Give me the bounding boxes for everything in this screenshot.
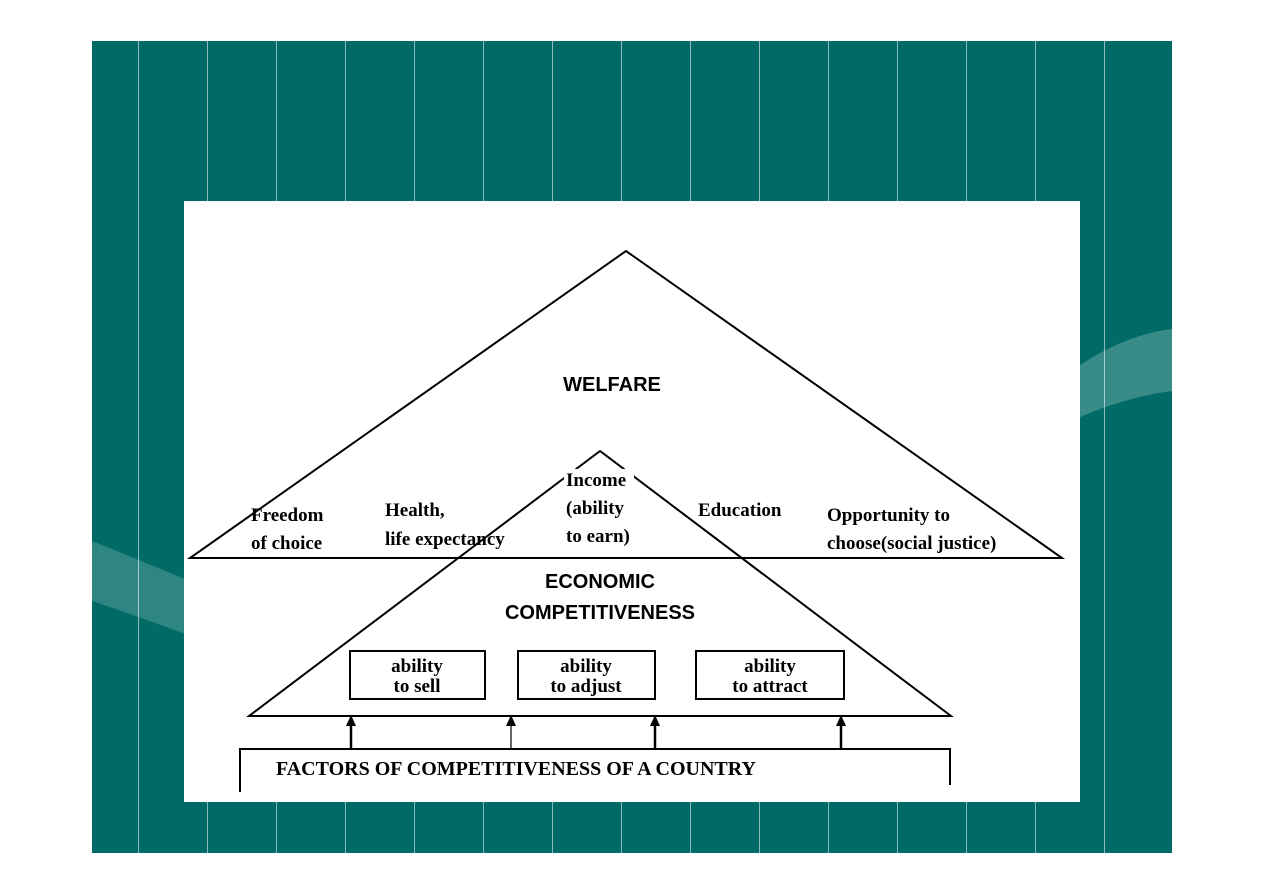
competitiveness-triangle — [246, 449, 954, 717]
upward-arrows — [346, 715, 846, 749]
ability-adjust-line1: ability — [560, 656, 612, 677]
competitiveness-title-line2: COMPETITIVENESS — [505, 602, 695, 624]
welfare-item-health-line1: Health, — [385, 500, 445, 521]
competitiveness-diagram: WELFARE Freedom of choice Health, life e… — [186, 249, 1066, 792]
welfare-item-opportunity-line2: choose(social justice) — [827, 533, 996, 554]
background-stripe — [1104, 41, 1105, 853]
welfare-item-opportunity-line1: Opportunity to — [827, 505, 950, 526]
ability-sell-line1: ability — [391, 656, 443, 677]
ability-box-attract — [695, 650, 845, 700]
income-label-backing — [564, 469, 634, 543]
factors-label: FACTORS OF COMPETITIVENESS OF A COUNTRY — [276, 758, 756, 780]
welfare-item-income-line1: Income — [566, 470, 626, 491]
competitiveness-title-line1: ECONOMIC — [545, 571, 655, 593]
diagram-panel: WELFARE Freedom of choice Health, life e… — [184, 201, 1080, 802]
welfare-item-health-line2: life expectancy — [385, 529, 505, 550]
welfare-item-freedom-line1: Freedom — [251, 505, 324, 526]
ability-adjust-line2: to adjust — [550, 676, 622, 697]
ability-attract-line1: ability — [744, 656, 796, 677]
welfare-item-income-line3: to earn) — [566, 526, 630, 547]
ability-attract-line2: to attract — [732, 676, 808, 697]
welfare-item-income-line2: (ability — [566, 498, 625, 519]
ability-box-sell — [349, 650, 486, 700]
welfare-title: WELFARE — [563, 374, 661, 396]
ability-box-adjust — [517, 650, 656, 700]
welfare-triangle — [186, 249, 1066, 559]
welfare-item-freedom-line2: of choice — [251, 533, 322, 554]
factors-box — [239, 748, 951, 792]
background-stripe — [138, 41, 139, 853]
welfare-item-education: Education — [698, 500, 782, 521]
ability-sell-line2: to sell — [394, 676, 441, 697]
